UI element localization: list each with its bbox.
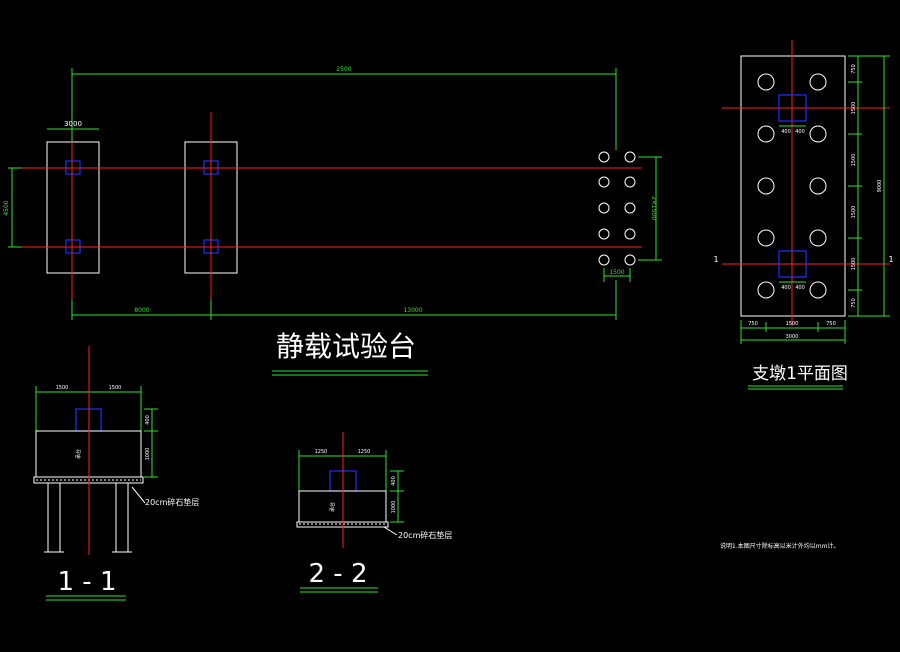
pile-circle [757,125,775,143]
dim-pile-span: 2×1500 [650,196,657,220]
dim-col-c: 400 [781,285,791,291]
pile-circle [757,73,775,91]
pile-circle [598,254,610,266]
dim-sec1-left: 1500 [56,385,69,391]
pile-circle [624,228,636,240]
support-block-left [46,141,100,274]
pile-circle [598,228,610,240]
section-1-1: 1500 1500 承台 400 1000 20cm碎石垫层 1 - 1 [33,346,199,601]
dim-top-total: 2500 [336,66,351,73]
pile-circle [624,202,636,214]
pile-circle [809,281,827,299]
dim-total-h: 9000 [877,180,883,193]
plan-view: 2500 3000 4500 8000 13000 2×1500 1500 静载… [3,66,662,376]
gravel-label-1: 20cm碎石垫层 [145,497,199,507]
support-plan-title: 支墩1平面图 [752,364,848,384]
section-2-title: 2 - 2 [309,559,368,589]
section-2-2: 1250 1250 承台 400 1000 20cm碎石垫层 2 - 2 [296,432,452,593]
dim-sec1-h1: 400 [145,415,151,425]
main-title: 静载试验台 [276,330,416,363]
dim-w3: 750 [826,321,836,327]
dim-r5: 1500 [851,258,857,271]
dim-col-b: 400 [795,129,805,135]
dim-r1: 750 [851,64,857,74]
drawing-note: 说明1.本图尺寸除标高以米计外均以mm计。 [720,542,839,550]
dim-pile-bottom: 1500 [609,269,624,276]
svg-text:承台: 承台 [75,449,82,459]
pile-circle [809,229,827,247]
pile-circle [624,254,636,266]
section-mark-right: 1 [888,255,893,264]
dim-col-d: 400 [795,285,805,291]
column-marker [778,250,807,278]
plan-dimensions: 2500 3000 4500 8000 13000 2×1500 1500 [3,66,662,320]
dim-left-height: 4500 [3,200,10,215]
pile-circle [809,177,827,195]
anchor-piles [598,151,636,266]
support-piles [757,73,827,299]
section-mark-left: 1 [713,255,718,264]
dim-r3: 1500 [851,154,857,167]
pile-circle [598,151,610,163]
dim-sec2-h2: 1000 [391,501,397,514]
pile-circle [624,151,636,163]
dim-r4: 1500 [851,206,857,219]
dim-block-width: 3000 [64,120,82,128]
pile-circle [757,177,775,195]
pile-circle [809,73,827,91]
dim-w1: 750 [748,321,758,327]
dim-col-a: 400 [781,129,791,135]
pile-circle [757,229,775,247]
pile-circle [624,176,636,188]
dim-sec2-right: 1250 [358,449,371,455]
pile-circle [598,176,610,188]
dim-sec1-right: 1500 [109,385,122,391]
dim-bottom-left: 8000 [134,307,149,314]
support-plan: 400 400 400 400 750 1500 1500 1500 1500 … [713,40,894,390]
pile-circle [598,202,610,214]
dim-sec1-h2: 1000 [145,448,151,461]
gravel-label-2: 20cm碎石垫层 [398,530,452,540]
pile-circle [809,125,827,143]
dim-sp-width: 3000 [786,334,799,340]
section-1-title: 1 - 1 [58,567,117,597]
dim-r2: 1500 [851,102,857,115]
support-plan-outline [740,55,846,317]
dim-r6: 750 [851,298,857,308]
dim-sec2-left: 1250 [315,449,328,455]
dim-bottom-right: 13000 [403,307,422,314]
dim-sec2-h1: 400 [391,476,397,486]
column-marker [778,94,807,122]
dim-w2: 1500 [786,321,799,327]
pile-circle [757,281,775,299]
svg-text:承台: 承台 [329,502,336,512]
